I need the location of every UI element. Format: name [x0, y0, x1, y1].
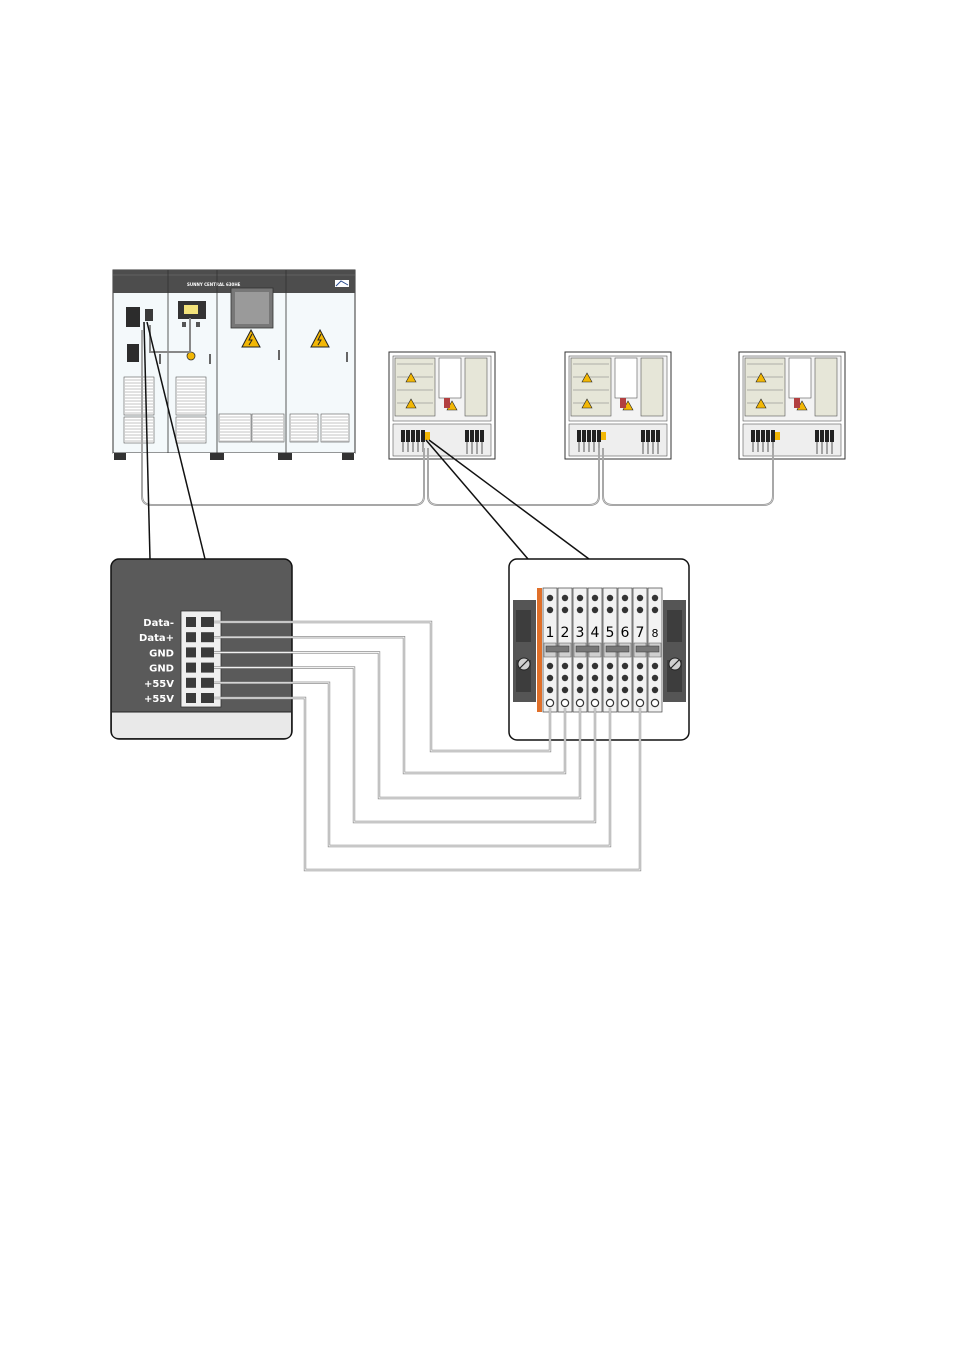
pin-socket	[186, 632, 196, 643]
jumper-bridge	[635, 645, 660, 653]
connector-detail: Data- Data+ GND GND +55V +55V	[110, 558, 293, 740]
pin-label: +55V	[144, 679, 174, 690]
jumper-bridge	[605, 645, 630, 653]
pin-clamp	[201, 693, 214, 703]
pin-clamp	[201, 647, 214, 658]
terminal-number: 4	[591, 625, 600, 641]
pin-socket	[186, 617, 196, 627]
pin-label: GND	[149, 664, 174, 675]
warning-triangle-icon	[405, 398, 417, 409]
terminal-number: 6	[621, 625, 630, 641]
terminal-number: 7	[636, 625, 645, 641]
warning-triangle-icon	[310, 328, 330, 348]
warning-triangle-icon	[405, 372, 417, 383]
warning-triangle-icon	[581, 372, 593, 383]
central-inverter: SUNNY CENTRAL 630HE	[112, 269, 356, 460]
wire-bundle	[214, 620, 642, 872]
sma-logo-icon	[335, 280, 349, 287]
pin-label: +55V	[144, 694, 174, 705]
combiner-box-group	[388, 351, 846, 460]
combiner-box	[388, 351, 496, 460]
warning-triangle-icon	[241, 328, 261, 348]
pin-socket	[186, 677, 196, 688]
warning-triangle-icon	[581, 398, 593, 409]
zoom-callout-lines	[143, 321, 590, 560]
pin-clamp	[201, 632, 214, 643]
terminal-number: 2	[561, 625, 570, 641]
pin-socket	[186, 693, 196, 703]
warning-triangle-icon	[755, 372, 767, 383]
pin-label: Data+	[139, 633, 174, 644]
combiner-box	[738, 351, 846, 460]
terminal-number: 8	[652, 627, 659, 640]
pin-clamp	[201, 662, 214, 673]
pin-clamp	[201, 617, 214, 627]
pin-socket	[186, 662, 196, 673]
pin-label: GND	[149, 648, 174, 659]
pin-label: Data-	[143, 618, 174, 629]
jumper-bridge	[575, 645, 600, 653]
pin-socket	[186, 647, 196, 658]
terminal-number: 1	[546, 625, 555, 641]
warning-triangle-icon	[755, 398, 767, 409]
jumper-bridge	[545, 645, 570, 653]
inverter-name: SUNNY CENTRAL 630HE	[187, 282, 241, 287]
pin-clamp	[201, 677, 214, 688]
combiner-box	[564, 351, 672, 460]
screw-icon	[517, 657, 531, 671]
terminal-number: 5	[606, 625, 615, 641]
terminal-number: 3	[576, 625, 585, 641]
screw-icon	[668, 657, 682, 671]
